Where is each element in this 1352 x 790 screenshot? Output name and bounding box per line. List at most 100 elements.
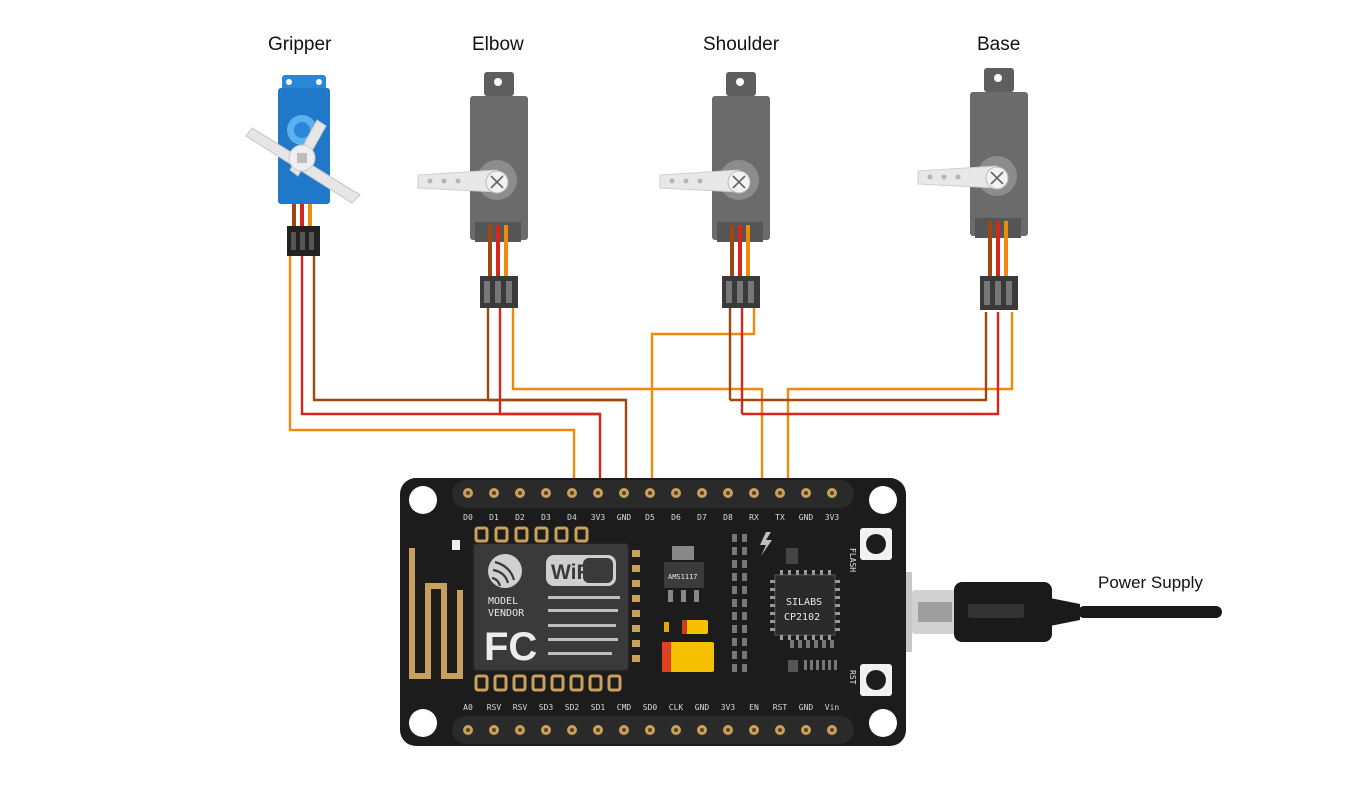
bottom-pin-label: SD3 [539, 703, 554, 712]
module-pad [569, 674, 584, 692]
bottom-pin-label: SD0 [643, 703, 658, 712]
top-pin-label: D1 [489, 513, 499, 522]
module-pad [632, 610, 640, 617]
chip-label-1: SILABS [786, 597, 822, 608]
bottom-pin-label: GND [695, 703, 710, 712]
module-pad [632, 580, 640, 587]
usb-cable [860, 572, 1222, 652]
smd-components [732, 534, 837, 672]
gripper-label: Gripper [268, 34, 332, 55]
bottom-pin-label: GND [799, 703, 814, 712]
elbow-vcc-wire [498, 308, 600, 416]
top-pin-label: D4 [567, 513, 577, 522]
module-pad [632, 625, 640, 632]
capacitor-large [662, 642, 714, 672]
mount-hole [869, 486, 897, 514]
espressif-logo-icon [488, 554, 522, 588]
module-pad [550, 674, 565, 692]
bottom-pin-label: RST [773, 703, 788, 712]
module-pad [588, 674, 603, 692]
usb-serial-chip: SILABS CP2102 [770, 570, 840, 640]
flash-button-label: FLASH [848, 548, 857, 572]
elbow-signal-wire [511, 308, 764, 492]
power-supply-label: Power Supply [1098, 573, 1203, 592]
flash-button[interactable] [860, 528, 892, 560]
bottom-pin-label: A0 [463, 703, 473, 712]
bottom-pin-label: RSV [513, 703, 528, 712]
antenna-trace [409, 548, 463, 679]
module-text-2: VENDOR [488, 608, 525, 619]
shoulder-label: Shoulder [703, 34, 780, 55]
top-pin-label: D8 [723, 513, 733, 522]
capacitor-small [682, 620, 708, 634]
module-pad [512, 674, 527, 692]
bottom-pins [463, 725, 837, 735]
base-servo [917, 68, 1028, 310]
base-gnd-wire [730, 312, 988, 402]
wifi-badge-text: WiFi [551, 561, 595, 584]
bottom-pin-label: EN [749, 703, 759, 712]
module-pad [632, 655, 640, 662]
wires [288, 256, 1014, 492]
top-pin-label: TX [775, 513, 785, 522]
bottom-pin-label: Vin [825, 703, 840, 712]
gripper-horn-icon [245, 119, 361, 204]
top-pin-label: D5 [645, 513, 655, 522]
module-pad [632, 640, 640, 647]
top-pin-label: D6 [671, 513, 681, 522]
base-signal-wire [786, 312, 1014, 492]
regulator-label: AMS1117 [668, 573, 698, 581]
top-pin-label: D2 [515, 513, 525, 522]
module-pad [607, 674, 622, 692]
top-pin-label: GND [617, 513, 632, 522]
bottom-pin-label: 3V3 [721, 703, 736, 712]
mount-hole [869, 709, 897, 737]
gripper-signal-wire [288, 256, 576, 492]
module-pad [531, 674, 546, 692]
mount-hole [409, 709, 437, 737]
module-text-1: MODEL [488, 596, 518, 607]
reset-button-label: RST [848, 670, 857, 685]
shoulder-servo [659, 72, 770, 308]
module-pads-bottom [474, 674, 622, 692]
power-supply-cable [1078, 606, 1222, 618]
top-pin-label: RX [749, 513, 759, 522]
gripper-vcc-wire [300, 256, 602, 492]
module-pad [632, 550, 640, 557]
elbow-label: Elbow [472, 34, 524, 55]
module-pad [474, 674, 489, 692]
top-pin-label: D0 [463, 513, 473, 522]
top-pins [463, 488, 837, 498]
module-pads-top [474, 526, 589, 543]
module-pad [554, 526, 569, 543]
reset-button[interactable] [860, 664, 892, 696]
voltage-regulator: AMS1117 [664, 546, 704, 602]
module-pads-right [632, 550, 640, 662]
module-pad [514, 526, 529, 543]
base-label: Base [977, 34, 1021, 55]
top-pin-label: GND [799, 513, 814, 522]
chip-label-2: CP2102 [784, 612, 820, 623]
lightning-icon [760, 532, 772, 556]
elbow-servo [417, 72, 528, 308]
module-pad [493, 674, 508, 692]
bottom-pin-label: CLK [669, 703, 684, 712]
top-pin-label: D3 [541, 513, 551, 522]
fc-logo: FC [484, 625, 537, 669]
elbow-gnd-wire [486, 308, 626, 402]
module-pad [574, 526, 589, 543]
module-fine-print [548, 596, 620, 655]
bottom-pin-label: RSV [487, 703, 502, 712]
mount-hole [409, 486, 437, 514]
module-pad [494, 526, 509, 543]
top-pin-label: 3V3 [591, 513, 606, 522]
module-pad [632, 595, 640, 602]
module-pad [534, 526, 549, 543]
bottom-pin-label: CMD [617, 703, 632, 712]
bottom-pin-label: SD2 [565, 703, 580, 712]
top-pin-label: D7 [697, 513, 707, 522]
